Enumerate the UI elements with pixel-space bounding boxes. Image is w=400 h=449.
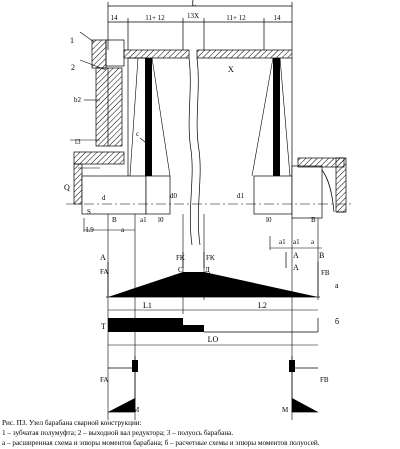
left-end-disc xyxy=(127,57,171,177)
label-2: 2 xyxy=(71,63,75,72)
label-dim-14-right: 14 xyxy=(274,14,282,22)
label-1: 1 xyxy=(70,36,74,45)
label-d-left: d xyxy=(102,194,106,202)
label-a1-r1: a1 xyxy=(279,238,286,246)
top-dimensions xyxy=(107,2,293,50)
label-a1-r2: a1 xyxy=(293,238,300,246)
label-fa2: FA xyxy=(100,376,108,384)
label-l0-right: l0 xyxy=(266,216,272,224)
left-axle-support xyxy=(132,360,138,372)
label-l2: L2 xyxy=(258,301,267,310)
label-fb: FB xyxy=(321,269,330,277)
label-l3: l3 xyxy=(75,138,81,146)
label-c: c xyxy=(136,130,139,138)
span-lines xyxy=(108,300,318,314)
right-bearing-housing xyxy=(253,157,347,219)
right-end-disc xyxy=(251,57,293,177)
label-d1: d1 xyxy=(237,192,245,200)
label-dim-13x: 13X xyxy=(187,12,199,20)
label-q: Q xyxy=(64,183,70,192)
label-b-left: B xyxy=(112,216,117,224)
label-L: L xyxy=(192,0,197,8)
label-d0: d0 xyxy=(170,192,178,200)
label-a-section: A xyxy=(100,253,106,262)
drum-moment-diagram xyxy=(108,272,318,297)
label-m-right: M xyxy=(282,406,289,414)
label-side-b: б xyxy=(335,317,339,326)
label-m-left: M xyxy=(133,406,140,414)
left-leaders xyxy=(70,31,151,169)
torque-diagram xyxy=(108,318,319,333)
label-t: T xyxy=(101,322,106,331)
label-c-point: C xyxy=(178,266,183,274)
caption-title: Рис. П3. Узел барабана сварной конструкц… xyxy=(2,419,142,427)
right-axle-moment xyxy=(292,398,318,412)
caption-parts: 1 – зубчатая полумуфта; 2 – выходной вал… xyxy=(2,429,234,437)
label-s: S xyxy=(87,208,91,216)
label-a-right: a xyxy=(311,238,315,246)
caption-schemes: а – расширенная схема и эпюры моментов б… xyxy=(2,439,320,447)
force-arrows xyxy=(107,252,319,296)
label-fk-right: FK xyxy=(206,254,215,262)
label-b-right: B xyxy=(311,216,316,224)
label-l1: L1 xyxy=(143,301,152,310)
label-b2: b2 xyxy=(74,96,82,104)
label-a-r2: A xyxy=(293,263,299,272)
drum-shell xyxy=(123,49,293,59)
label-dim-11-12-right: 11+ 12 xyxy=(226,14,246,22)
label-fk-left: FK xyxy=(176,254,185,262)
drum-break-lines xyxy=(188,57,201,246)
right-axle-support xyxy=(289,360,295,372)
label-dim-11-12-left: 11+ 12 xyxy=(145,14,165,22)
projection-lines xyxy=(83,214,322,420)
label-fa: FA xyxy=(100,268,108,276)
label-a1-left: a1 xyxy=(140,216,147,224)
label-lo: LO xyxy=(208,335,219,344)
label-dim-14-left: 14 xyxy=(111,14,119,22)
label-fb2: FB xyxy=(320,376,329,384)
label-a-r: A xyxy=(293,251,299,260)
left-axle-moment xyxy=(108,398,135,412)
label-l0-left: l0 xyxy=(158,216,164,224)
label-b-r: B xyxy=(319,251,324,260)
label-x: X xyxy=(228,65,234,74)
label-d-point: Д xyxy=(205,266,210,274)
left-coupling xyxy=(73,39,171,215)
label-side-a: а xyxy=(335,281,339,290)
